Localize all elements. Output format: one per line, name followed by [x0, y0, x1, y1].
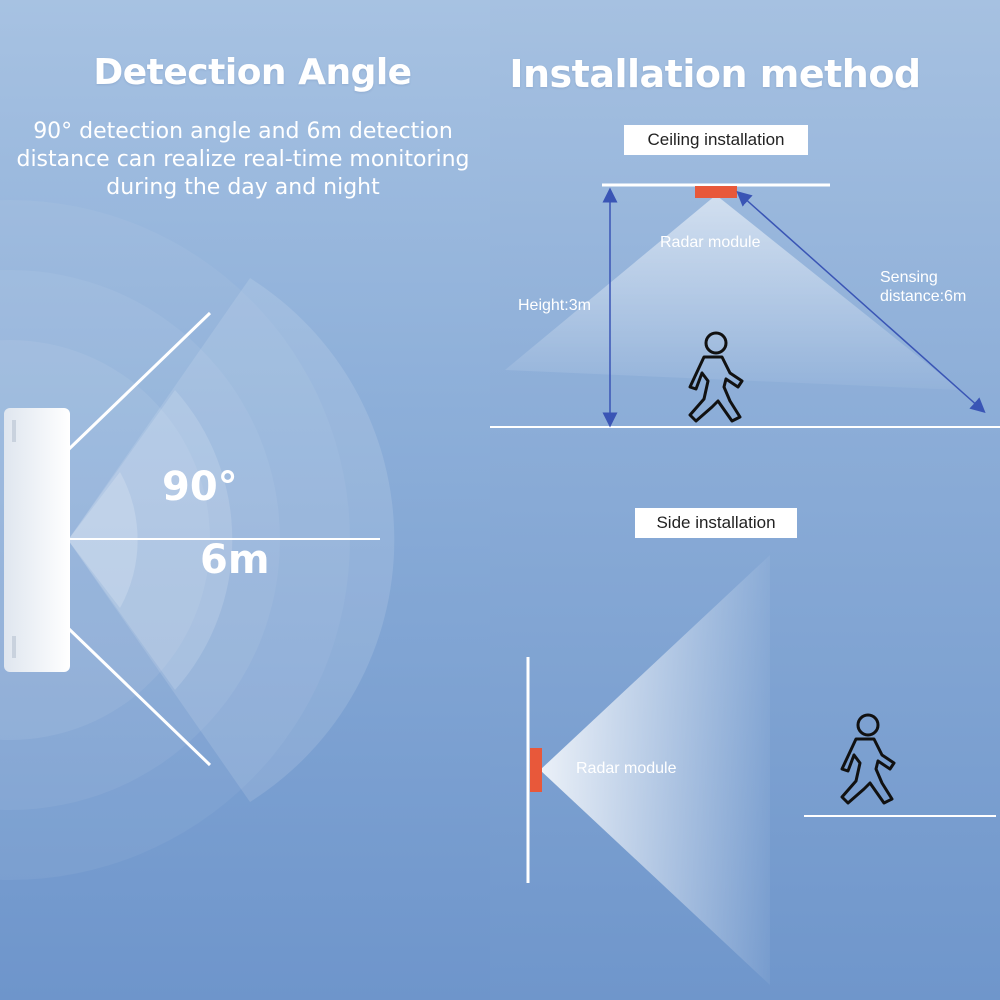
device-clip-bottom — [12, 636, 16, 658]
ceiling-radar-module — [695, 186, 737, 198]
upper-boundary-line — [66, 311, 212, 452]
lower-boundary-line — [66, 626, 212, 767]
device-clip-top — [12, 420, 16, 442]
sensing-distance-arrow — [736, 191, 986, 413]
detection-angle-title: Detection Angle — [93, 52, 412, 93]
detection-description-line-2: distance can realize real-time monitorin… — [16, 147, 470, 172]
ceiling-installation-tag: Ceiling installation — [624, 125, 808, 155]
ceiling-radar-module-label: Radar module — [660, 234, 761, 251]
detection-range-graphic — [0, 200, 395, 880]
height-label: Height:3m — [518, 297, 591, 314]
walking-person-icon — [688, 331, 744, 423]
sensor-device — [4, 408, 70, 672]
side-radar-module-label: Radar module — [576, 760, 677, 777]
side-installation-tag: Side installation — [635, 508, 797, 538]
installation-panel — [490, 0, 1000, 1000]
side-radar-module — [530, 748, 542, 792]
side-beam-cone — [540, 555, 770, 985]
walking-person-icon — [840, 713, 896, 805]
detection-description-line-3: during the day and night — [106, 175, 380, 200]
installation-method-title: Installation method — [509, 52, 921, 96]
sensing-label-line-1: Sensing — [880, 269, 938, 286]
detection-angle-panel — [0, 0, 490, 1000]
detection-description-line-1: 90° detection angle and 6m detection — [33, 119, 453, 144]
installation-graphic — [490, 183, 1000, 985]
distance-label: 6m — [200, 537, 270, 583]
sensing-label-line-2: distance:6m — [880, 288, 967, 305]
angle-label: 90° — [162, 464, 238, 510]
